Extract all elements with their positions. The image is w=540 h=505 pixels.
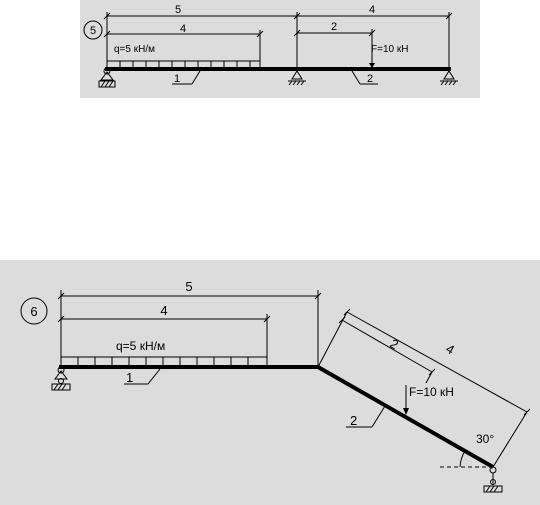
tick [103, 12, 111, 20]
load-label: q=5 кН/м [116, 339, 165, 353]
tick [57, 292, 65, 300]
load-ticks [119, 61, 251, 68]
pin-support-icon [489, 466, 497, 474]
force-label: F=10 кН [409, 385, 454, 399]
pin-support-icon [54, 370, 68, 380]
bar-label-1: 1 [126, 370, 133, 385]
roller-support-icon [291, 70, 303, 80]
dim-label-2: 2 [331, 21, 337, 33]
tick [293, 29, 301, 37]
leader-line [191, 70, 201, 85]
tick [103, 30, 111, 38]
bar-label-2: 2 [367, 73, 373, 85]
leader-line [351, 70, 361, 85]
tick [445, 12, 453, 20]
tick [256, 30, 264, 38]
tick [368, 29, 376, 37]
beam-inclined [317, 365, 494, 469]
support-hatch-icon [440, 80, 457, 86]
scheme-number-circle [83, 20, 103, 40]
force-label: F=10 кН [371, 44, 408, 55]
support-hatch-icon [288, 80, 305, 86]
force-arrow-icon [369, 63, 375, 68]
bar-label-1: 1 [174, 73, 180, 85]
dim-label-4-load: 4 [180, 23, 186, 35]
roller-support-icon [443, 70, 455, 80]
support-hatch-icon [485, 485, 499, 493]
pin-support-icon [57, 366, 65, 374]
dim-label-5: 5 [175, 4, 181, 16]
tick [57, 315, 65, 323]
scheme-number: 6 [30, 304, 37, 319]
dim-ext-incline-bottom [492, 411, 528, 468]
tick [314, 292, 322, 300]
support-base-icon [98, 80, 116, 88]
tick [263, 315, 271, 323]
scheme-6-panel [0, 260, 540, 505]
scheme-number: 5 [90, 25, 96, 37]
angle-label: 30° [476, 432, 494, 446]
pin-support-icon [100, 71, 114, 81]
support-hatch-icon [53, 383, 67, 391]
dim-label-4-right: 4 [369, 4, 375, 16]
pin-support-icon [103, 67, 111, 75]
pin-support-icon [490, 479, 496, 485]
tick [343, 308, 351, 316]
dim-line-incline [346, 311, 528, 413]
dim-label-4-incline: 4 [443, 341, 457, 358]
load-ticks [77, 357, 249, 366]
support-base-icon [51, 383, 71, 391]
leader-line [147, 368, 161, 385]
support-hatch-icon [100, 80, 114, 88]
tick [338, 316, 346, 324]
dim-line-force [341, 319, 433, 373]
scheme-number-circle [20, 297, 48, 325]
force-arrow-icon [403, 408, 409, 415]
dim-label-4-load: 4 [160, 303, 167, 318]
bar-label-2: 2 [350, 413, 357, 428]
load-label: q=5 кН/м [114, 44, 155, 55]
tick [293, 12, 301, 20]
dim-ext-force [425, 371, 433, 384]
leader-line [371, 405, 386, 428]
dim-label-5: 5 [185, 279, 192, 294]
dim-ext-incline-top [317, 311, 348, 368]
support-base-icon [483, 485, 503, 493]
angle-arc [459, 450, 466, 468]
